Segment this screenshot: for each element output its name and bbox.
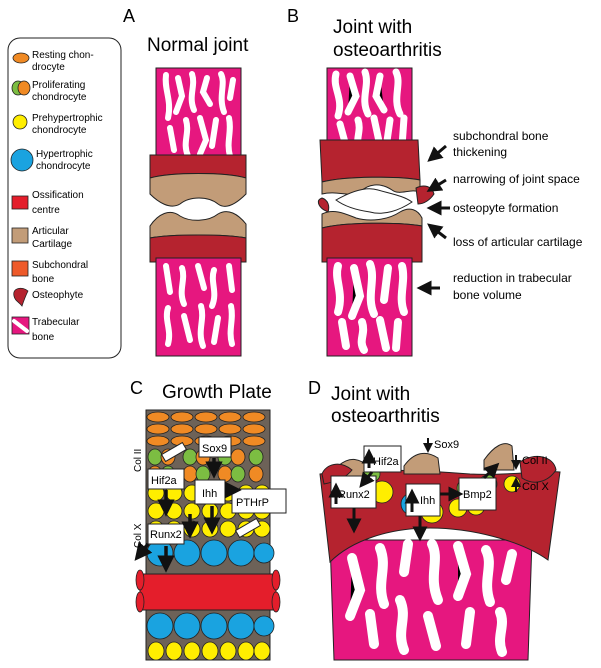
oa-hif2a-label: Hif2a	[373, 456, 400, 468]
oa-colx-label: Col X	[522, 481, 550, 493]
lower-prehypertrophic-zone	[147, 641, 271, 661]
legend-label-hypertrophic-1: Hypertrophic	[36, 149, 93, 160]
resting-chondrocyte-icon	[12, 52, 30, 64]
legend-label-hypertrophic-2: chondrocyte	[36, 161, 91, 172]
ossification-flanks	[135, 569, 281, 613]
colx-label: Col X	[133, 523, 144, 548]
panel-b-letter: B	[287, 6, 299, 26]
oa-upper-subchondral-bone	[319, 139, 421, 183]
prehypertrophic-chondrocyte-icon	[12, 114, 28, 130]
proliferating-chondrocyte-icon	[11, 80, 31, 96]
hypertrophic-zone	[146, 539, 275, 567]
legend-label-resting-1: Resting chon-	[32, 50, 94, 61]
annotation-narrowing: narrowing of joint space	[453, 172, 580, 186]
arrow-thickening	[427, 144, 447, 162]
annotation-trabecular-2: bone volume	[453, 288, 522, 302]
legend-label-ossification-1: Ossification	[32, 190, 84, 201]
oa-upper-trabeculae	[331, 68, 408, 154]
oa-lower-subchondral-bone	[321, 222, 423, 263]
legend-label-osteophyte: Osteophyte	[32, 290, 84, 301]
legend-label-prehypertrophic-1: Prehypertrophic	[32, 113, 103, 124]
subchondral-bone-icon	[11, 260, 29, 277]
oa-detail-cartilage-right	[483, 443, 515, 471]
oa-signalling: Hif2a Runx2 Ihh Bmp2 Sox9 Col II Col X	[328, 438, 550, 542]
oa-detail-osteophyte-right	[519, 455, 557, 483]
panel-c-letter: C	[130, 378, 143, 398]
oa-joint	[317, 67, 435, 357]
legend-label-prehypertrophic-2: chondrocyte	[32, 125, 87, 136]
osteophyte-lower-left	[317, 197, 330, 213]
oa-lower-trabeculae	[333, 260, 408, 354]
normal-joint	[149, 67, 247, 357]
legend-label-proliferating-2: chondrocyte	[32, 92, 87, 103]
legend-label-articular-1: Articular	[32, 226, 69, 237]
legend-label-proliferating-1: Proliferating	[32, 80, 85, 91]
oa-sox9-label: Sox9	[434, 439, 459, 451]
legend-box	[7, 37, 122, 359]
lower-articular-cartilage	[149, 211, 247, 239]
inhibitor-bar-right	[234, 517, 262, 539]
ossification-centre	[139, 573, 277, 611]
oa-arrow-bmp2-up	[482, 462, 500, 480]
lower-trabeculae	[163, 263, 235, 349]
legend-label-trabecular-1: Trabecular	[32, 317, 80, 328]
osteophyte-icon	[13, 287, 29, 307]
panel-b-title-line2: osteoarthritis	[333, 40, 442, 61]
oa-bmp2-label: Bmp2	[463, 489, 492, 501]
oa-bmp2-box	[458, 477, 497, 511]
oa-ihh-label: Ihh	[420, 495, 435, 507]
upper-trabeculae	[162, 71, 236, 159]
hypertrophic-chondrocyte-icon	[10, 148, 34, 172]
oa-runx2-label: Runx2	[338, 489, 370, 501]
panel-b-title-line1: Joint with	[333, 17, 412, 38]
ossification-centre-icon	[11, 195, 29, 210]
oa-detail-trabeculae	[345, 539, 517, 657]
inhibitor-bar-top	[160, 441, 188, 463]
legend-label-trabecular-2: bone	[32, 332, 55, 343]
hif2a-box	[147, 468, 185, 490]
pthrp-label: PTHrP	[236, 497, 269, 509]
arrow-cartilage-loss	[427, 223, 447, 240]
osteophyte-upper	[415, 185, 435, 205]
legend: Resting chon- drocyte Proliferating chon…	[7, 37, 122, 359]
panel-c-title: Growth Plate	[162, 382, 272, 403]
oa-annotation-arrows	[416, 144, 450, 296]
annotation-trabecular-1: reduction in trabecular	[453, 271, 572, 285]
legend-label-articular-2: Cartilage	[32, 239, 72, 250]
trabecular-bone-icon	[11, 316, 30, 335]
arrow-narrowing	[426, 177, 447, 192]
panel-d-title-line2: osteoarthritis	[331, 406, 440, 427]
sox9-label: Sox9	[202, 443, 227, 455]
annotation-cartilage-loss: loss of articular cartilage	[453, 235, 583, 249]
oa-detail-cartilage-mid	[403, 452, 441, 475]
ihh-label: Ihh	[202, 488, 217, 500]
hif2a-label: Hif2a	[151, 475, 178, 487]
lower-hypertrophic-zone	[146, 612, 275, 640]
panel-d-title-line1: Joint with	[331, 384, 410, 405]
panel-a-letter: A	[123, 6, 135, 26]
annotation-osteophyte: osteopyte formation	[453, 201, 558, 215]
panel-d-letter: D	[308, 378, 321, 398]
col2-label: Col II	[133, 449, 144, 472]
oa-col2-label: Col II	[522, 455, 548, 467]
arrow-runx2-left	[134, 541, 153, 561]
articular-cartilage-icon	[11, 227, 29, 244]
annotation-thickening-1: subchondral bone	[453, 129, 549, 143]
panel-a-title: Normal joint	[147, 35, 249, 56]
upper-articular-cartilage	[149, 173, 247, 207]
annotation-thickening-2: thickening	[453, 145, 507, 159]
runx2-label: Runx2	[150, 529, 182, 541]
growth-plate-signalling: Sox9 Hif2a Ihh PTHrP Runx2 Col II Col X	[133, 436, 287, 573]
legend-label-ossification-2: centre	[32, 205, 60, 216]
lower-subchondral-bone	[149, 234, 247, 263]
sox9-box	[198, 436, 232, 458]
legend-label-subchondral-1: Subchondral	[32, 260, 88, 271]
oa-arrow-hif2a-to-runx2	[359, 471, 375, 488]
legend-label-resting-2: drocyte	[32, 62, 65, 73]
oa-joint-space	[335, 188, 413, 214]
legend-label-subchondral-2: bone	[32, 274, 55, 285]
ihh-box	[194, 479, 226, 505]
